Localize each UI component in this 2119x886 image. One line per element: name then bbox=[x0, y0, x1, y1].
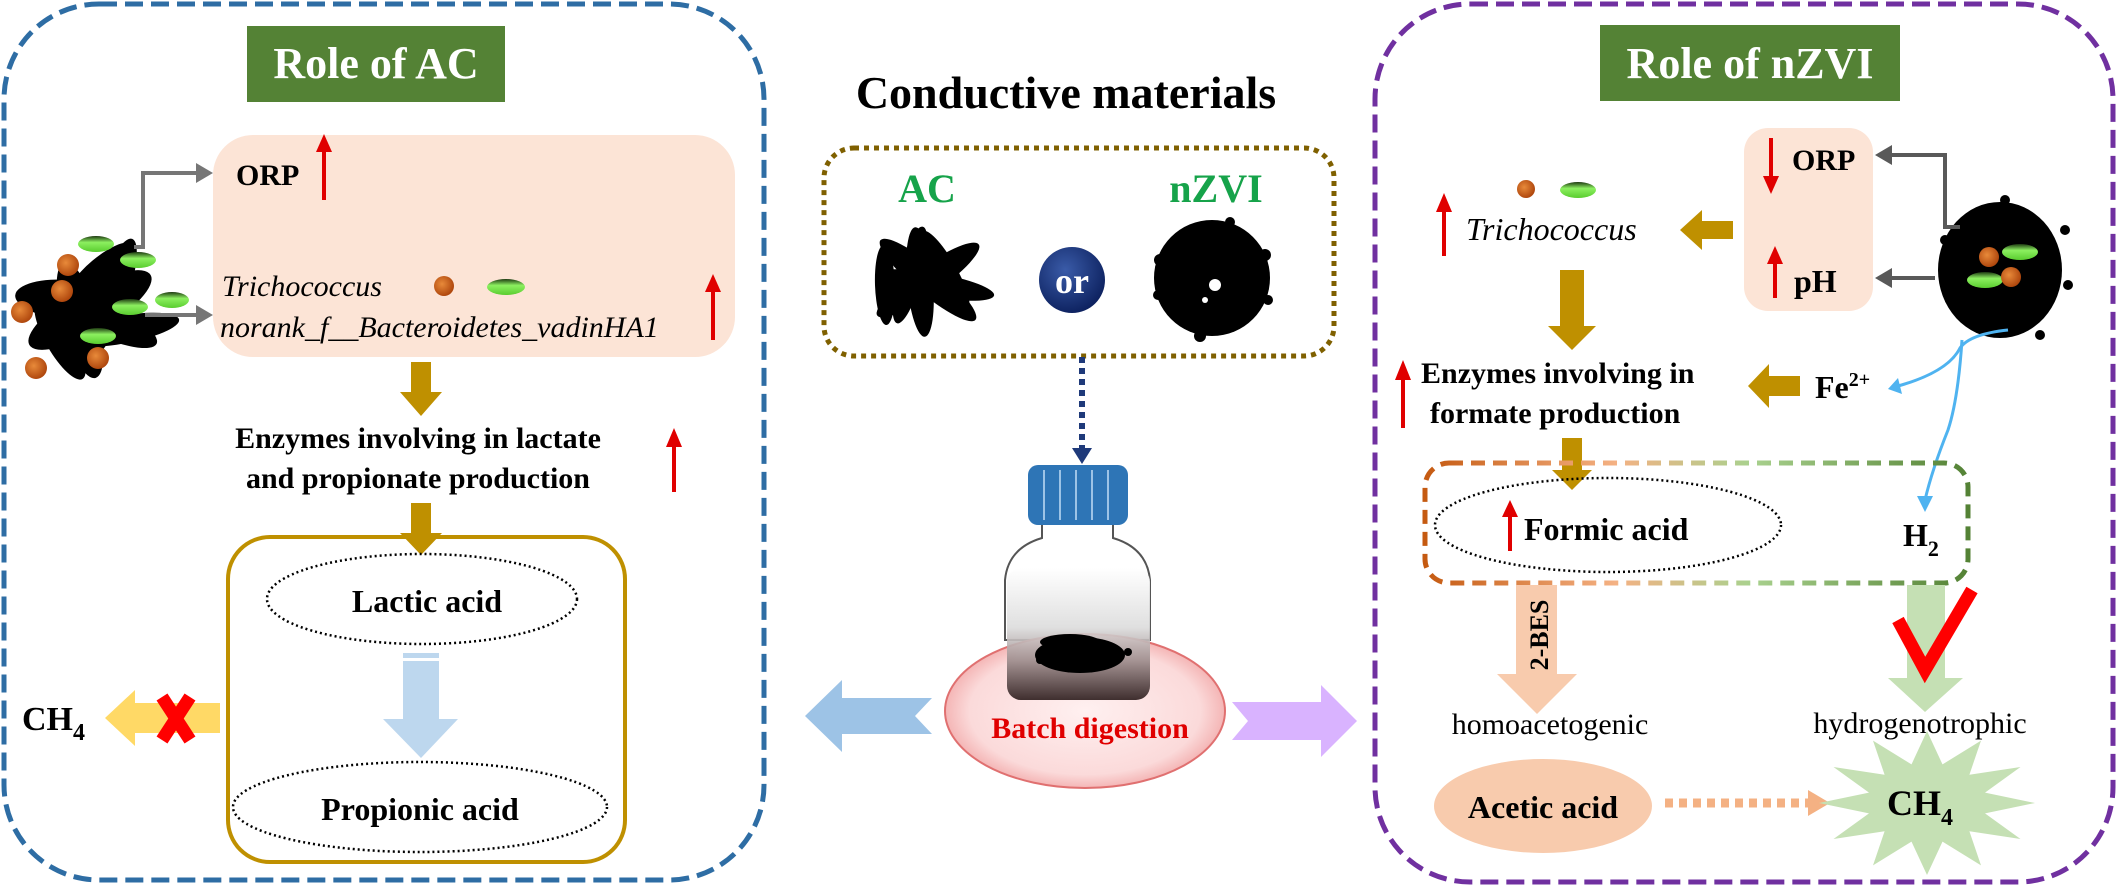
ac-microbe-bacteroidetes: norank_f__Bacteroidetes_vadinHA1 bbox=[220, 311, 659, 344]
nzvi-panel: Role of nZVI ORP pH bbox=[1372, 1, 2116, 885]
nzvi-enzymes-up-arrow-icon bbox=[1395, 360, 1411, 428]
ac-microbe-trichococcus: Trichococcus bbox=[222, 270, 382, 303]
or-badge: or bbox=[1039, 247, 1105, 313]
h2-label: H2 bbox=[1903, 517, 1939, 561]
nzvi-microbe-up-arrow-icon bbox=[1436, 193, 1452, 256]
nzvi-orp-label: ORP bbox=[1792, 144, 1855, 177]
ac-cluster-to-orp-arrow-icon bbox=[134, 163, 213, 249]
ac-flow-arrow-2-icon bbox=[400, 503, 442, 555]
ac-orp-label: ORP bbox=[236, 159, 299, 192]
ac-flow-arrow-1-icon bbox=[400, 362, 442, 416]
hydrogenotrophic-label: hydrogenotrophic bbox=[1813, 707, 2026, 740]
conditions-to-microbe-arrow-icon bbox=[1680, 210, 1733, 250]
propionic-acid-ellipse bbox=[231, 760, 609, 854]
coccus-cell-icon bbox=[1517, 180, 1535, 198]
ac-enzymes-up-arrow-icon bbox=[666, 428, 682, 492]
lactic-to-propionic-arrow-icon bbox=[383, 653, 458, 758]
methane-label: CH4 bbox=[1887, 783, 1953, 831]
nzvi-ph-up-arrow-icon bbox=[1767, 246, 1783, 298]
hydrogenotrophic-arrow-icon bbox=[1888, 585, 1963, 712]
ac-particle-cluster-icon bbox=[11, 236, 189, 380]
nzvi-ph-label: pH bbox=[1794, 263, 1837, 299]
ac-title-text: Role of AC bbox=[273, 39, 478, 88]
ac-microbes-up-arrow-icon bbox=[705, 274, 721, 340]
lactic-acid-ellipse bbox=[265, 552, 579, 646]
formic-up-arrow-icon bbox=[1502, 500, 1518, 551]
ac-enzymes-line1: Enzymes involving in lactate bbox=[235, 422, 601, 455]
acetic-acid-ellipse bbox=[1434, 759, 1652, 853]
nzvi-enzymes-line2: formate production bbox=[1430, 397, 1681, 430]
intermediates-box bbox=[1422, 460, 1971, 586]
homoacetogenic-arrow-icon bbox=[1497, 585, 1577, 714]
acetic-to-methane-arrow-icon bbox=[1665, 790, 1830, 816]
reactor-contents-icon bbox=[1007, 568, 1150, 700]
ac-particle-icon bbox=[874, 226, 995, 337]
ac-orp-up-arrow-icon bbox=[316, 134, 332, 200]
ac-acids-box bbox=[226, 535, 627, 864]
reactor-to-nzvi-arrow-icon bbox=[1232, 685, 1357, 757]
ac-effects-box bbox=[213, 135, 735, 357]
conductive-materials-title: Conductive materials bbox=[856, 67, 1276, 118]
cluster-to-orp-arrow-icon bbox=[1875, 145, 1960, 229]
lactic-acid-label: Lactic acid bbox=[352, 583, 502, 619]
center-panel: Conductive materials AC nZVI or bbox=[805, 67, 1357, 789]
ac-cluster-to-microbes-arrow-icon bbox=[145, 305, 213, 325]
fe-ion-label: Fe2+ bbox=[1815, 369, 1870, 405]
batch-digestion-label: Batch digestion bbox=[991, 712, 1189, 745]
reactor-to-ac-arrow-icon bbox=[805, 680, 932, 752]
materials-to-reactor-arrow-icon bbox=[1072, 357, 1092, 464]
ac-title-label: Role of AC bbox=[247, 26, 505, 102]
cluster-release-arrows-icon bbox=[1888, 328, 2009, 512]
nzvi-particle-cluster-icon bbox=[1938, 195, 2073, 340]
or-label: or bbox=[1055, 261, 1089, 301]
nzvi-enzymes-line1: Enzymes involving in bbox=[1421, 357, 1695, 390]
homoacetogenic-label: homoacetogenic bbox=[1452, 708, 1649, 741]
ac-enzymes-line2: and propionate production bbox=[246, 462, 590, 495]
cluster-to-ph-arrow-icon bbox=[1875, 268, 1935, 288]
ac-methane-label: CH4 bbox=[22, 701, 85, 746]
fe-to-enzymes-arrow-icon bbox=[1748, 364, 1800, 408]
formic-acid-label: Formic acid bbox=[1524, 511, 1689, 547]
checkmark-icon bbox=[1892, 586, 1978, 684]
blocked-x-icon bbox=[156, 693, 196, 744]
bacillus-cell-icon bbox=[1560, 182, 1596, 198]
microbe-to-enzymes-arrow-icon bbox=[1548, 270, 1596, 350]
nzvi-title-text: Role of nZVI bbox=[1627, 39, 1874, 88]
nzvi-microbe-trichococcus: Trichococcus bbox=[1466, 211, 1637, 247]
nzvi-particle-icon bbox=[1153, 217, 1273, 342]
acetic-acid-label: Acetic acid bbox=[1468, 789, 1618, 825]
material-label-nzvi: nZVI bbox=[1169, 166, 1262, 211]
nzvi-title-label: Role of nZVI bbox=[1600, 25, 1900, 101]
ac-panel-border bbox=[1, 1, 767, 883]
materials-box bbox=[821, 145, 1337, 359]
material-label-ac: AC bbox=[898, 166, 956, 211]
methane-star-burst-icon bbox=[1819, 731, 2035, 875]
nzvi-panel-border bbox=[1372, 1, 2116, 885]
inhibitor-label: 2-BES bbox=[1525, 600, 1554, 671]
bacillus-cell-icon bbox=[487, 279, 525, 295]
propionic-acid-label: Propionic acid bbox=[321, 791, 519, 827]
coccus-cell-icon bbox=[434, 276, 454, 296]
formic-acid-ellipse bbox=[1433, 476, 1783, 574]
ac-panel: Role of AC ORP Trichococcus norank_f__Ba… bbox=[1, 1, 767, 883]
nzvi-orp-down-arrow-icon bbox=[1763, 138, 1779, 194]
